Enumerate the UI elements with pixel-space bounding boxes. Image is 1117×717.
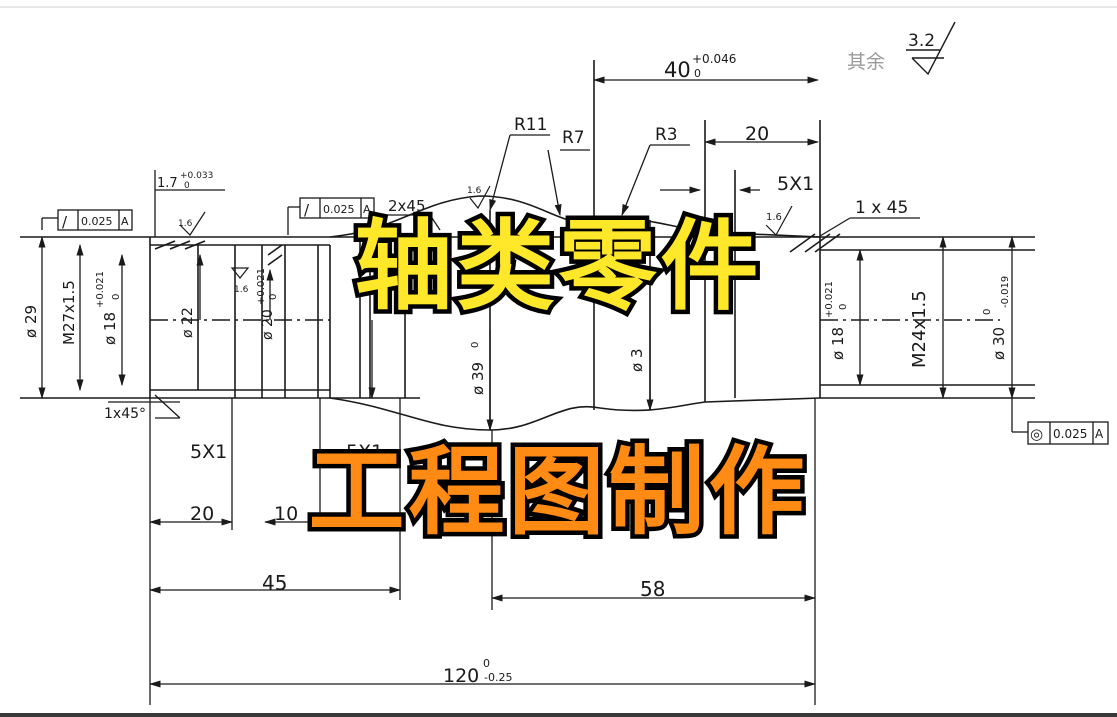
dim-1-7-tol-low: 0: [184, 181, 190, 191]
roughness-local-4: 1.6: [234, 285, 249, 295]
dim-phi18-right: ø 18: [829, 327, 847, 360]
roughness-general-value: 3.2: [908, 31, 935, 51]
dim-20-top: 20: [745, 123, 769, 145]
runout-symbol-left: /: [62, 213, 68, 231]
dim-5x1-right: 5X1: [777, 173, 814, 195]
dim-40-tol-low: 0: [694, 67, 701, 80]
dim-phi20-tol: +0.021: [256, 268, 267, 305]
tol-left-datum: A: [121, 215, 129, 228]
dim-phi29: ø 29: [22, 305, 40, 338]
roughness-local-3: 1.6: [766, 212, 782, 223]
dim-1-7-tol: +0.033: [180, 171, 213, 181]
dim-5x1-left: 5X1: [190, 441, 227, 463]
title-shaft-parts: 轴类零件: [350, 210, 763, 324]
dim-len120-tol-low: -0.25: [484, 671, 512, 684]
tol-right-value: 0.025: [1053, 427, 1087, 441]
dim-m24: M24x1.5: [909, 290, 930, 368]
dim-phi39-tol: 0: [470, 342, 481, 348]
dim-len10: 10: [274, 503, 298, 525]
dim-len120: 120: [443, 665, 479, 687]
tolerance-frame-middle: / 0.025 A: [299, 197, 375, 219]
dim-phi30: ø 30: [990, 327, 1008, 360]
tolerance-frame-left: / 0.025 A: [57, 209, 133, 231]
dim-1x45-left: 1x45°: [104, 406, 146, 422]
dim-40-tol: +0.046: [692, 52, 736, 66]
roughness-local-marks: [179, 185, 793, 279]
tol-left-value: 0.025: [81, 215, 113, 228]
dim-m27: M27x1.5: [60, 280, 78, 345]
tolerance-frame-right: ◎ 0.025 A: [1027, 421, 1109, 445]
concentricity-symbol: ◎: [1030, 425, 1043, 443]
bottom-border: [0, 713, 1117, 717]
dim-phi20: ø 20: [260, 309, 276, 340]
dim-phi18-left: ø 18: [101, 312, 119, 345]
dim-r11: R11: [514, 115, 547, 135]
roughness-general: 其余 3.2: [847, 21, 956, 76]
dim-1x45: 1 x 45: [855, 198, 908, 218]
dim-phi22: ø 22: [180, 307, 196, 338]
roughness-local-2: 1.6: [467, 186, 482, 196]
tol-right-datum: A: [1095, 427, 1104, 441]
dim-phi18r-tol-low: 0: [838, 304, 849, 310]
dim-1-7: 1.7: [157, 176, 178, 191]
tol-middle-value: 0.025: [323, 203, 355, 216]
dimension-lines: [38, 76, 1028, 705]
dim-len45: 45: [262, 571, 287, 595]
runout-symbol-middle: /: [304, 201, 310, 219]
dim-40: 40: [664, 58, 691, 82]
dim-phi30-tol: 0: [982, 309, 993, 315]
dim-phi18r-tol: +0.021: [824, 281, 835, 318]
dim-r7: R7: [562, 128, 585, 148]
roughness-local-1: 1.6: [178, 219, 193, 229]
dim-len20: 20: [190, 503, 214, 525]
dim-phi20-tol-low: 0: [268, 294, 279, 300]
dim-phi18-tol-low: 0: [111, 294, 122, 300]
dim-5x1-mid: 5X1: [346, 441, 383, 463]
dim-phi-partial: ø 3: [628, 349, 646, 373]
dim-phi18-tol: +0.021: [95, 271, 106, 308]
dim-len58: 58: [640, 577, 665, 601]
roughness-general-label: 其余: [847, 51, 885, 73]
tol-middle-datum: A: [363, 203, 371, 216]
dim-r3: R3: [655, 125, 678, 145]
shaft-outline: [20, 60, 1035, 431]
title-drawing-production: 工程图制作: [304, 436, 809, 548]
dim-phi30-tol-low: -0.019: [1000, 276, 1011, 308]
dim-len120-tol: 0: [483, 657, 490, 670]
dim-phi39: ø 39: [469, 362, 487, 395]
dim-2x45: 2x45: [388, 197, 426, 215]
